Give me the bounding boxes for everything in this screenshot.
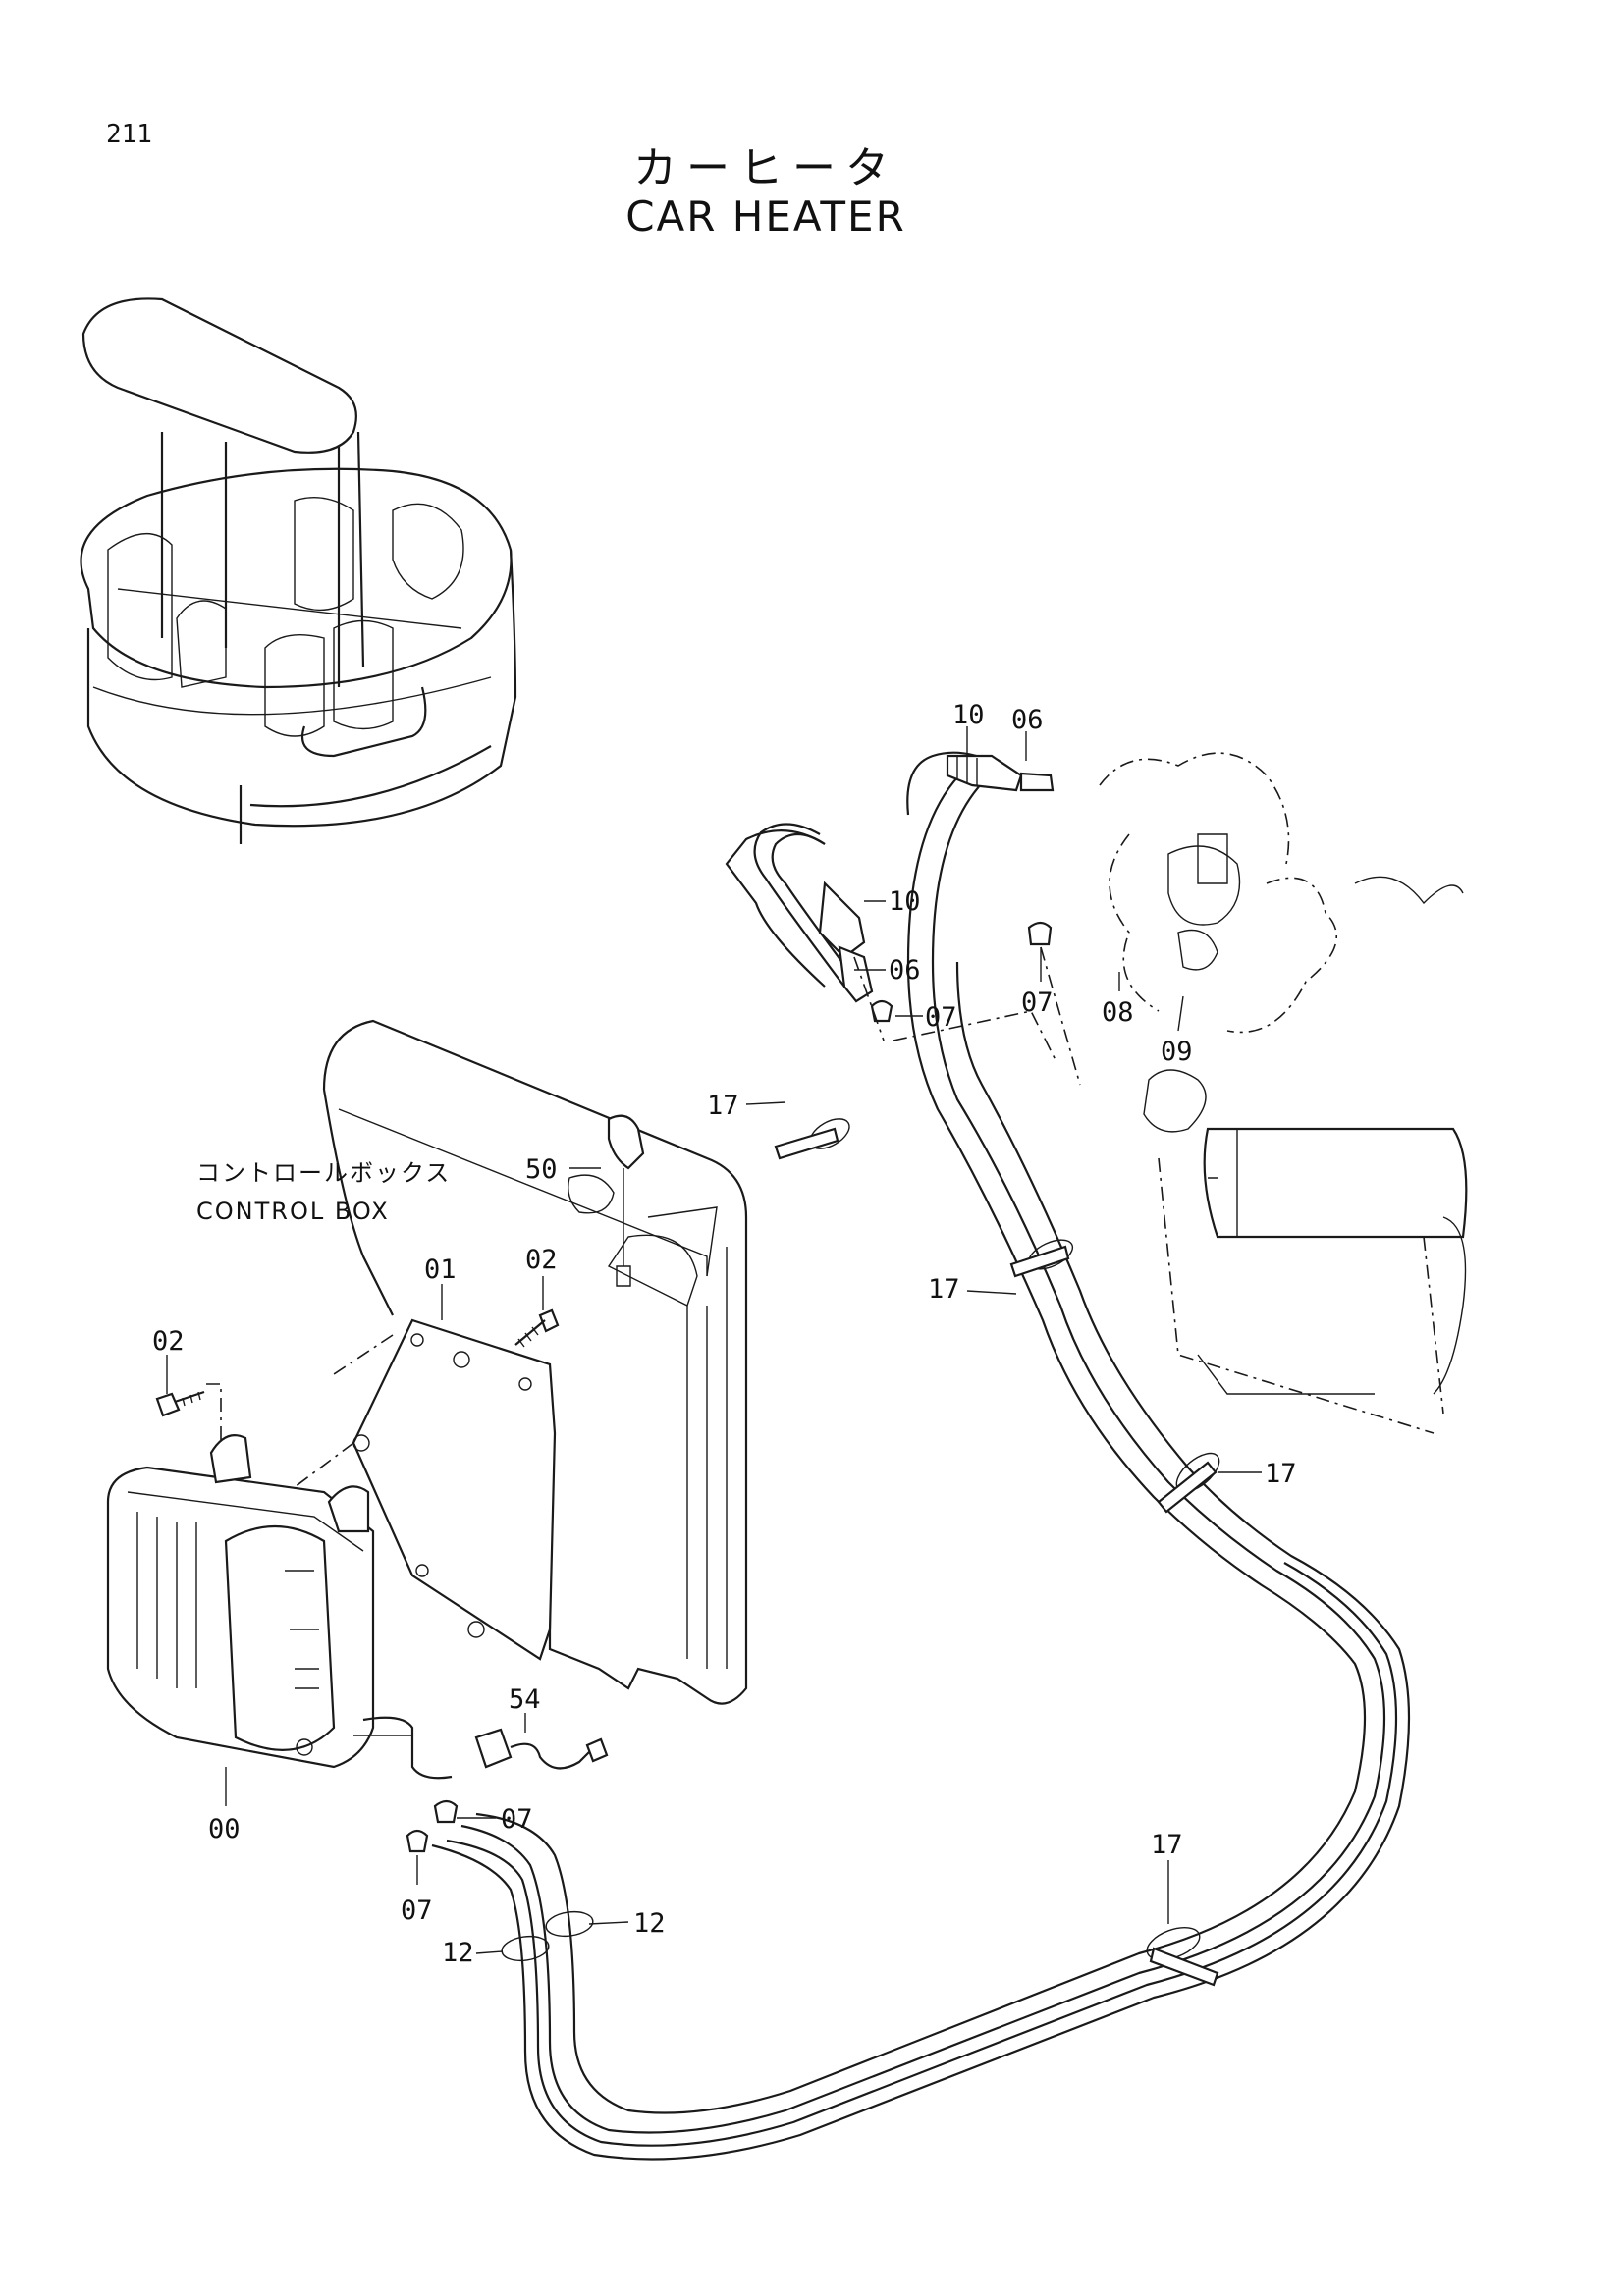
callout-12-left: 12	[442, 1938, 474, 1968]
callout-leader-lines	[166, 726, 1262, 1954]
bolt-illustration-left	[155, 1383, 222, 1443]
callout-numbers: 10 06 10 06 07 07 08 09 17 50 01 02 02 1…	[152, 700, 1297, 1968]
callout-02-left: 02	[152, 1326, 185, 1357]
callout-10-mid: 10	[889, 886, 921, 917]
callout-07-mid: 07	[925, 1002, 957, 1033]
clamp-illustrations	[406, 921, 1053, 1853]
heater-unit-illustration	[106, 1434, 453, 1780]
callout-06-top: 06	[1011, 705, 1044, 735]
callout-17-a: 17	[707, 1091, 739, 1121]
callout-08: 08	[1102, 997, 1134, 1028]
harness-illustration	[474, 1728, 609, 1770]
callout-07-engine: 07	[1021, 988, 1054, 1018]
callout-06-mid: 06	[889, 955, 921, 986]
engine-illustration	[1099, 752, 1468, 1434]
control-box-label: コントロールボックス CONTROL BOX	[196, 1159, 451, 1225]
callout-07-lower: 07	[501, 1804, 533, 1835]
control-plate-illustration	[274, 1318, 557, 1661]
callout-02-right: 02	[525, 1245, 558, 1275]
title-english: CAR HEATER	[625, 192, 906, 240]
callout-01: 01	[424, 1255, 457, 1285]
control-box-label-ja: コントロールボックス	[196, 1159, 451, 1187]
callout-09: 09	[1161, 1037, 1193, 1067]
callout-17-d: 17	[1151, 1830, 1183, 1860]
callout-12-right: 12	[633, 1908, 666, 1939]
machine-overview-illustration	[80, 297, 517, 844]
radiator-panel-illustration	[322, 1019, 748, 1705]
callout-00: 00	[208, 1814, 241, 1844]
callout-07-bottom: 07	[401, 1896, 433, 1926]
callout-54: 54	[509, 1684, 541, 1715]
callout-17-c: 17	[1265, 1459, 1297, 1489]
page-number: 211	[106, 120, 152, 149]
control-box-label-en: CONTROL BOX	[196, 1198, 390, 1225]
callout-50: 50	[525, 1154, 558, 1185]
callout-10-top: 10	[952, 700, 985, 730]
hose-clamp-bands	[501, 1118, 1220, 1987]
bolt-illustration-right	[514, 1308, 560, 1348]
callout-17-b: 17	[928, 1274, 960, 1305]
title-japanese: カーヒータ	[633, 143, 898, 193]
heater-hoses	[431, 751, 1411, 2161]
